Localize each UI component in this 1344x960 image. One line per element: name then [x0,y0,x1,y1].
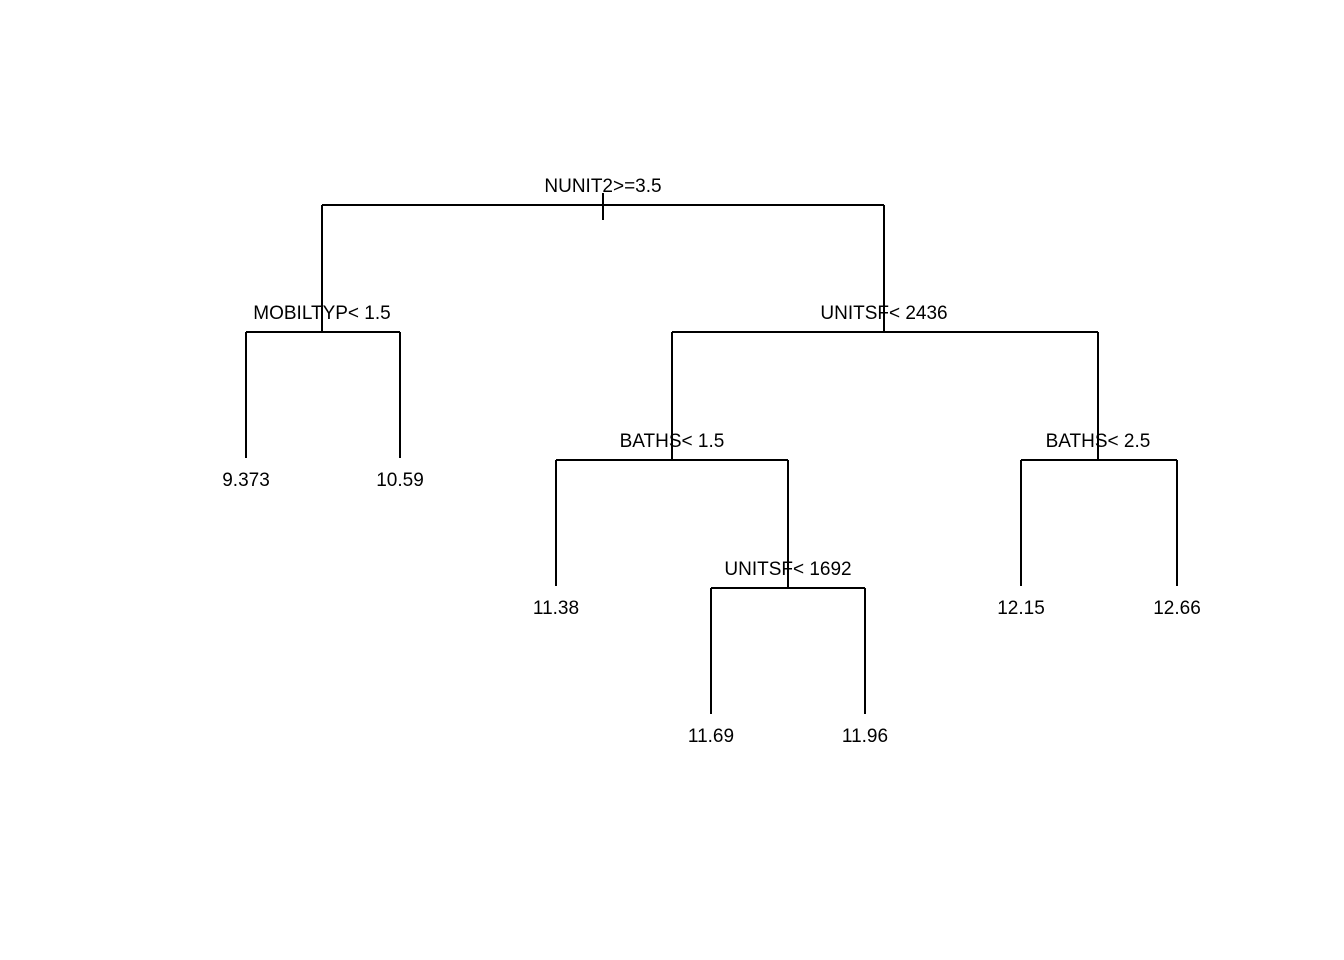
split-node-label: UNITSF< 2436 [820,303,947,324]
leaf-value-label: 11.38 [533,598,579,619]
leaf-value-label: 12.15 [997,598,1045,619]
split-node-label: UNITSF< 1692 [724,559,851,580]
leaf-value-label: 9.373 [222,470,270,491]
leaf-value-label: 11.96 [842,726,888,747]
leaf-value-label: 10.59 [376,470,424,491]
split-node-label: BATHS< 1.5 [620,431,725,452]
split-node-label: MOBILTYP< 1.5 [253,303,390,324]
leaf-value-label: 11.69 [688,726,734,747]
split-node-label: BATHS< 2.5 [1046,431,1151,452]
leaf-value-label: 12.66 [1153,598,1201,619]
split-node-label: NUNIT2>=3.5 [544,176,661,197]
